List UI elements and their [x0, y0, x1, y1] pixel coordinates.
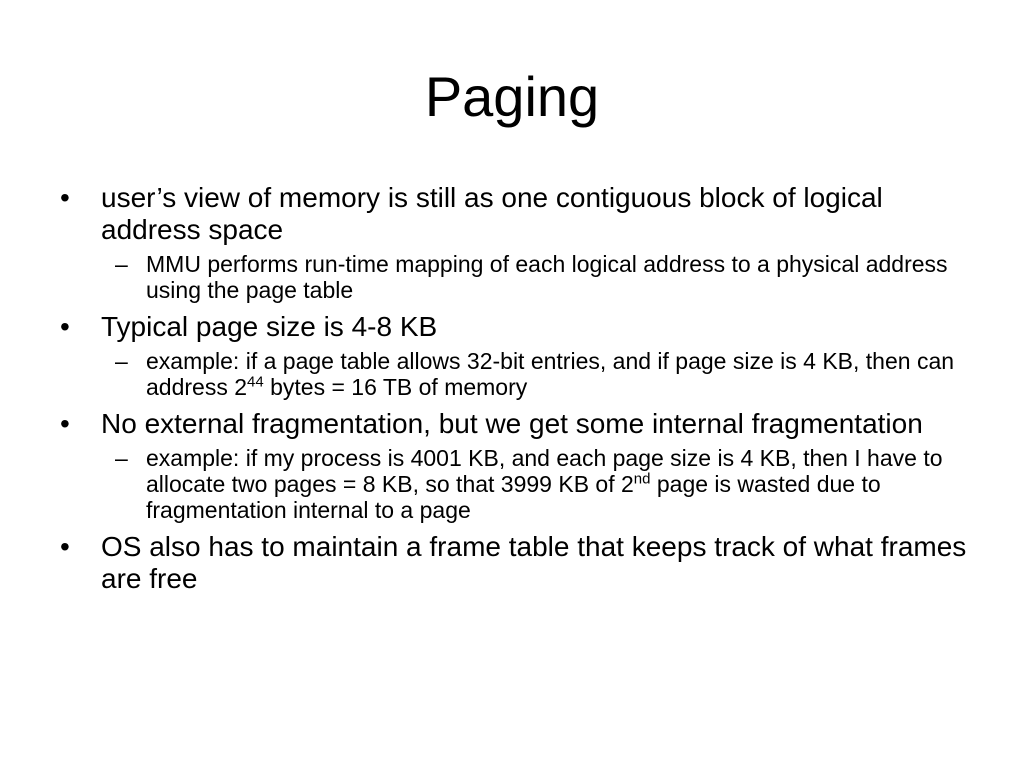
- bullet-text: No external fragmentation, but we get so…: [101, 408, 923, 439]
- sub-bullet-list: – example: if my process is 4001 KB, and…: [101, 445, 976, 523]
- sub-bullet-text-post: page is wasted due to fragmentation inte…: [146, 471, 881, 523]
- slide-title: Paging: [424, 65, 600, 128]
- dash-icon: –: [115, 348, 128, 374]
- dash-icon: –: [115, 251, 128, 277]
- bullet-icon: •: [60, 182, 70, 213]
- sub-bullet-item-mmu: – MMU performs run-time mapping of each …: [101, 251, 976, 303]
- sub-bullet-item-address-example: – example: if a page table allows 32-bit…: [101, 348, 976, 400]
- sub-bullet-text: MMU performs run-time mapping of each lo…: [146, 251, 948, 303]
- sub-bullet-list: – MMU performs run-time mapping of each …: [101, 251, 976, 303]
- bullet-icon: •: [60, 311, 70, 342]
- bullet-item-fragmentation: • No external fragmentation, but we get …: [56, 408, 976, 523]
- bullet-item-users-view: • user’s view of memory is still as one …: [56, 182, 976, 303]
- bullet-list: • user’s view of memory is still as one …: [56, 182, 976, 601]
- bullet-text: OS also has to maintain a frame table th…: [101, 531, 967, 594]
- dash-icon: –: [115, 445, 128, 471]
- bullet-icon: •: [60, 531, 70, 562]
- bullet-text: user’s view of memory is still as one co…: [101, 182, 883, 245]
- sub-bullet-list: – example: if a page table allows 32-bit…: [101, 348, 976, 400]
- sub-bullet-text-post: bytes = 16 TB of memory: [263, 374, 528, 400]
- bullet-icon: •: [60, 408, 70, 439]
- bullet-text: Typical page size is 4-8 KB: [101, 311, 438, 342]
- ordinal-suffix: nd: [633, 470, 651, 488]
- bullet-item-page-size: • Typical page size is 4-8 KB – example:…: [56, 311, 976, 400]
- bullet-item-frame-table: • OS also has to maintain a frame table …: [56, 531, 976, 595]
- sub-bullet-item-fragmentation-example: – example: if my process is 4001 KB, and…: [101, 445, 976, 523]
- sub-bullet-text-pre: example: if my process is 4001 KB, and e…: [146, 445, 943, 497]
- exponent: 44: [247, 373, 264, 391]
- sub-bullet-text-pre: example: if a page table allows 32-bit e…: [146, 348, 955, 400]
